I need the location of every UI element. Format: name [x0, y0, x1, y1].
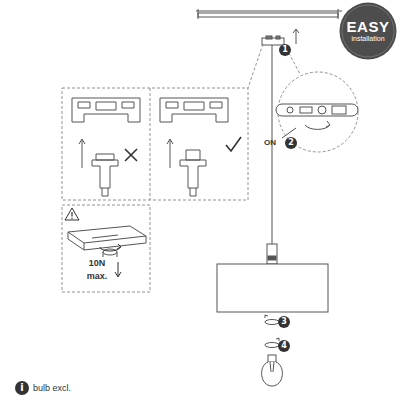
- track-load-view: [103, 252, 117, 257]
- pendant-lamp: [217, 264, 328, 312]
- callout-number: 3: [278, 316, 290, 328]
- adapter-detail: [300, 107, 312, 113]
- wrong-mark: [125, 149, 137, 161]
- track-load-view: [103, 249, 117, 255]
- track-profile-correct: [190, 188, 196, 196]
- force-value: 10N: [89, 259, 106, 268]
- track-and-adapter: [196, 9, 342, 45]
- pendant-lamp: [268, 355, 276, 362]
- track-profile-wrong: [78, 102, 134, 108]
- track-and-adapter: [293, 29, 299, 33]
- pendant-lamp: [265, 343, 279, 348]
- pendant-lamp: [270, 362, 274, 372]
- badge-subtitle: installation: [351, 35, 384, 42]
- track-and-adapter: [276, 36, 280, 39]
- pendant-lamp: [267, 244, 277, 264]
- pendant-lamp: [262, 362, 283, 386]
- track-and-adapter: [196, 10, 342, 11]
- callout-number: 1: [279, 44, 291, 56]
- badge-fill: [340, 3, 397, 60]
- detail-leader: [150, 88, 151, 200]
- track-and-adapter: [262, 38, 284, 45]
- badge-ring: [342, 5, 394, 57]
- track-profile-wrong: [72, 98, 140, 196]
- warning-symbol: [65, 208, 79, 220]
- track-profile-correct: [186, 150, 200, 160]
- bulb-note: bulb excl.: [33, 384, 71, 393]
- pendant-lamp: [265, 320, 279, 325]
- track-load-view: [92, 235, 118, 238]
- warning-symbol: [71, 212, 72, 217]
- callout-number: 4: [278, 340, 290, 352]
- track-and-adapter: [198, 13, 338, 17]
- track-profile-wrong: [96, 102, 116, 110]
- force-note: max.: [87, 272, 108, 281]
- track-profile-wrong: [79, 139, 85, 144]
- info-icon: i: [15, 381, 29, 395]
- track-and-adapter: [296, 30, 297, 44]
- adapter-detail: [276, 104, 358, 138]
- adapter-detail: [326, 121, 330, 127]
- track-load-view: [115, 272, 121, 277]
- pendant-lamp: [265, 315, 268, 318]
- detail-leader: [62, 88, 248, 200]
- track-load-view: [84, 236, 146, 250]
- adapter-detail: [287, 107, 293, 113]
- track-load-view: [118, 262, 119, 276]
- track-load-view: [68, 226, 146, 243]
- track-load-view: [68, 232, 84, 250]
- wrong-mark: [125, 149, 137, 161]
- track-profile-correct: [166, 102, 222, 108]
- track-profile-correct: [170, 140, 171, 168]
- track-profile-correct: [160, 98, 228, 122]
- detail-leader: [248, 44, 263, 88]
- track-profile-wrong: [72, 98, 140, 122]
- warning-symbol: [71, 218, 72, 219]
- track-profile-correct: [180, 160, 206, 188]
- track-and-adapter: [338, 9, 339, 19]
- track-profile-wrong: [92, 160, 118, 188]
- wrong-mark: [125, 149, 137, 161]
- adapter-detail: [318, 106, 326, 114]
- track-profile-correct: [167, 139, 173, 144]
- track-profile-correct: [160, 98, 228, 196]
- track-and-adapter: [266, 36, 272, 39]
- track-load-view: [68, 226, 146, 277]
- warning-symbol: [65, 208, 79, 220]
- track-load-view: [117, 244, 121, 249]
- track-profile-correct: [184, 102, 204, 110]
- detail-leader: [62, 44, 358, 292]
- badge-circle: EASYinstallation: [339, 2, 397, 60]
- pendant-lamp: [276, 338, 279, 341]
- adapter-detail: [276, 104, 358, 116]
- track-profile-wrong: [96, 154, 114, 160]
- callout-number: 2: [285, 137, 297, 149]
- track-profile-wrong: [82, 140, 83, 168]
- pendant-lamp: [217, 45, 328, 386]
- track-and-adapter: [198, 9, 199, 19]
- switch-label: ON: [264, 139, 276, 147]
- badge-title: EASY: [347, 19, 390, 35]
- detail-leader: [62, 205, 150, 292]
- adapter-detail: [332, 106, 346, 114]
- track-profile-wrong: [102, 188, 108, 196]
- correct-mark: [226, 137, 241, 151]
- pendant-lamp: [268, 256, 276, 260]
